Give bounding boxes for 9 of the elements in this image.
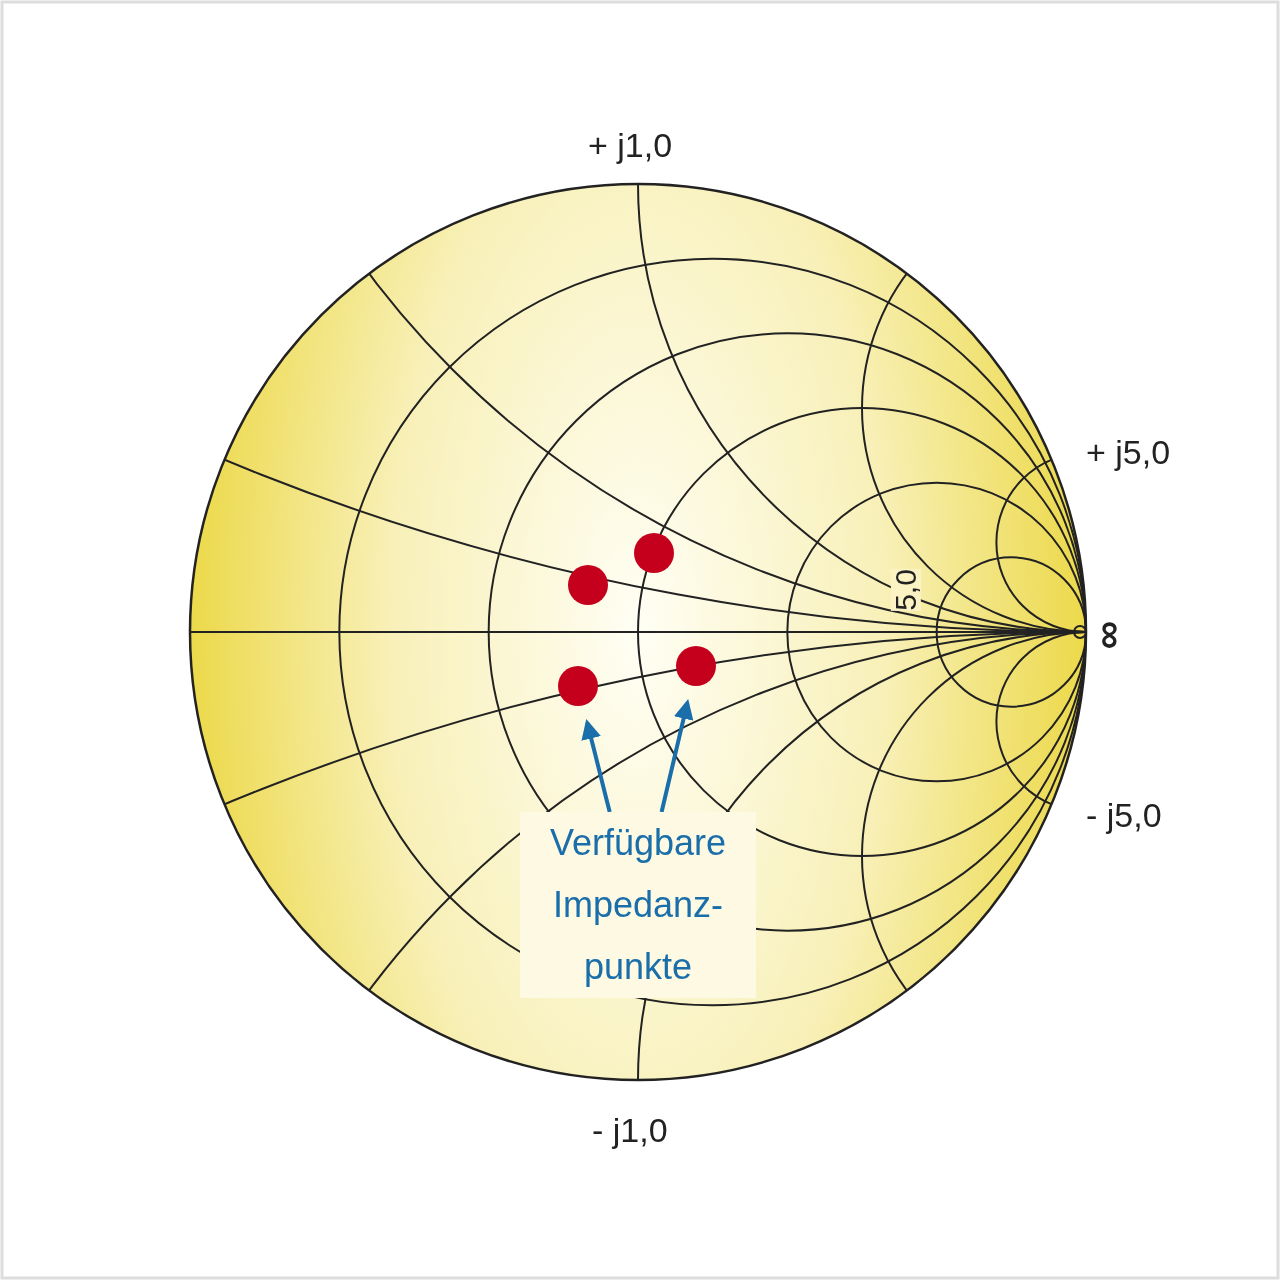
arrow: [581, 718, 612, 813]
axis-label: ∞: [1092, 620, 1133, 650]
axis-label: 5,0: [890, 569, 921, 611]
axis-label: + j5,0: [1086, 435, 1171, 469]
axis-label: + j1,0: [588, 128, 673, 162]
axis-label: - j1,0: [592, 1113, 668, 1147]
axis-label: - j5,0: [1086, 798, 1162, 832]
callout-text: Verfügbare Impedanz- punkte: [520, 812, 756, 998]
arrow: [659, 699, 694, 813]
